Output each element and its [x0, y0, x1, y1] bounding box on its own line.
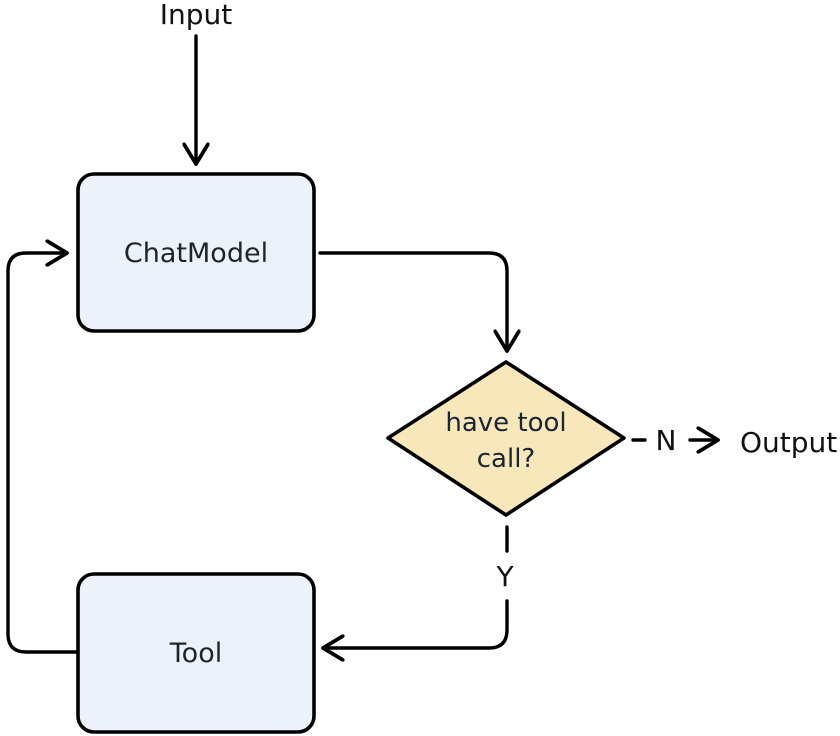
chatmodel-label: ChatModel — [124, 238, 268, 269]
edge-chatmodel-to-decision — [318, 251, 507, 350]
yes-branch-label: Y — [495, 560, 514, 593]
output-label: Output — [740, 426, 837, 459]
chatmodel-box — [76, 172, 316, 333]
decision-diamond — [386, 360, 626, 517]
tool-box — [76, 572, 316, 734]
tool-label: Tool — [169, 638, 222, 669]
tool-node: Tool — [76, 572, 316, 734]
no-branch-label: N — [656, 424, 677, 457]
input-label: Input — [160, 0, 233, 31]
edge-decision-yes-to-tool — [324, 599, 509, 648]
decision-label-line2: call? — [477, 444, 535, 474]
edge-tool-to-chatmodel-loop — [6, 253, 78, 654]
chatmodel-node: ChatModel — [76, 172, 316, 333]
decision-node: have tool call? — [386, 360, 626, 517]
decision-label-line1: have tool — [445, 408, 566, 438]
